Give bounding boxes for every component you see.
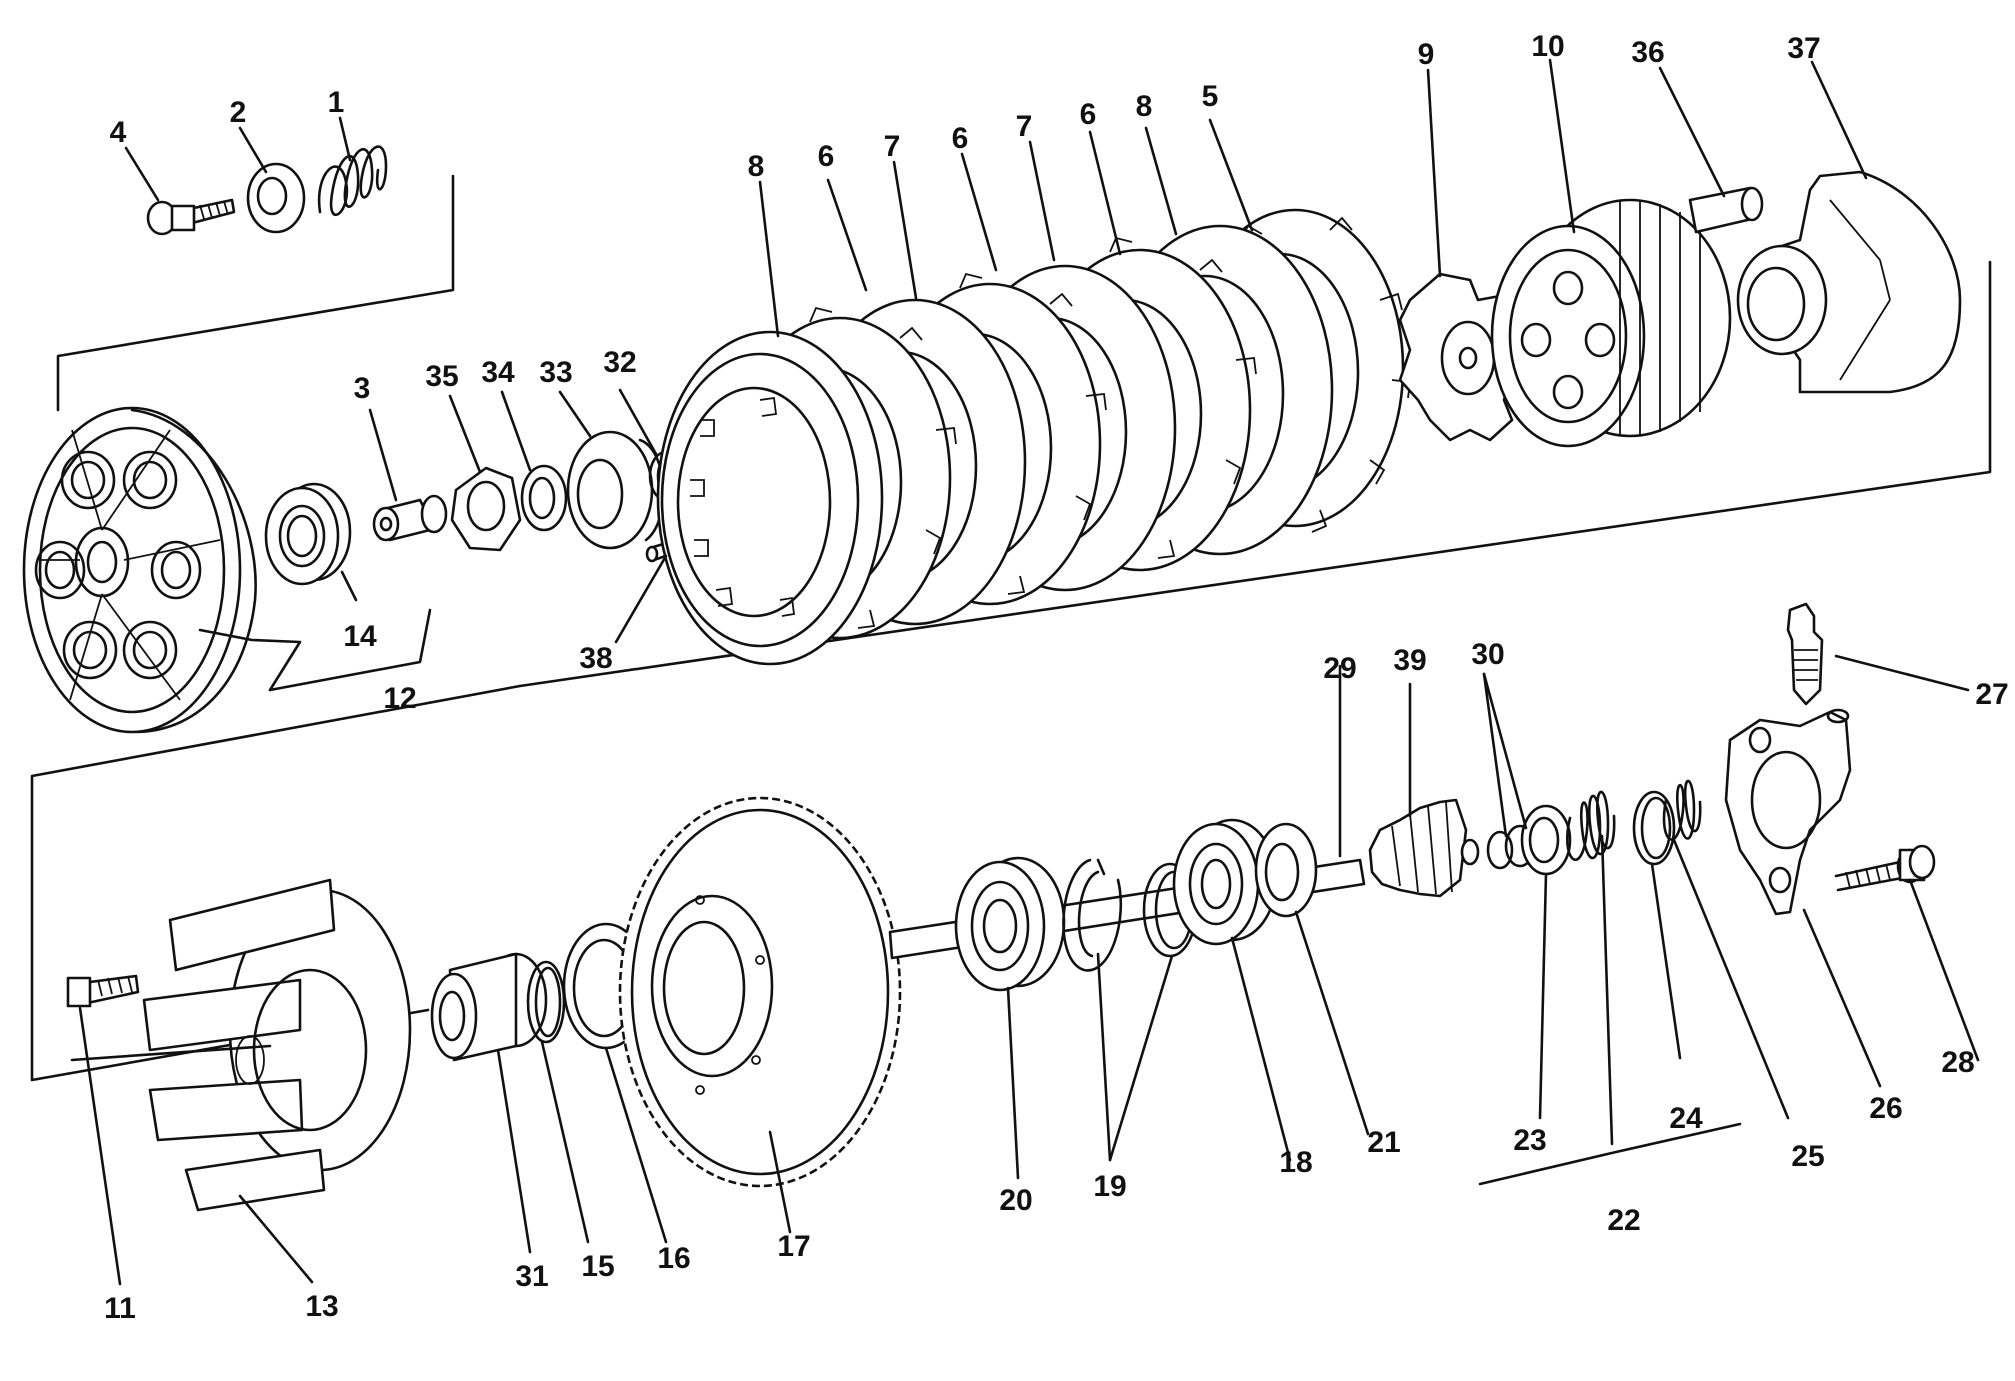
- label-8-rear: 8: [1136, 90, 1153, 123]
- label-6-c: 6: [1080, 98, 1097, 131]
- label-10: 10: [1531, 30, 1564, 63]
- label-7-b: 7: [1016, 110, 1033, 143]
- leader-lines: [70, 58, 1980, 1286]
- label-17: 17: [777, 1230, 810, 1263]
- label-34: 34: [481, 356, 515, 389]
- part-21-ring: [1254, 822, 1318, 918]
- part-34-washer: [520, 464, 568, 532]
- part-2-washer: [246, 162, 306, 234]
- part-10-hub: [1490, 198, 1732, 448]
- label-9: 9: [1418, 38, 1435, 71]
- label-28: 28: [1941, 1046, 1974, 1079]
- part-13-clutch-basket: [142, 878, 412, 1212]
- part-20-bearing: [954, 856, 1066, 992]
- label-30: 30: [1471, 638, 1504, 671]
- part-27-bleed-valve: [1786, 602, 1824, 706]
- part-17-gear: [618, 796, 902, 1188]
- label-31: 31: [515, 1260, 548, 1293]
- label-22: 22: [1607, 1204, 1640, 1237]
- label-5: 5: [1202, 80, 1219, 113]
- label-18: 18: [1279, 1146, 1312, 1179]
- label-13: 13: [305, 1290, 338, 1323]
- part-3-pushrod-pin: [372, 494, 448, 542]
- label-25: 25: [1791, 1140, 1824, 1173]
- label-24: 24: [1669, 1102, 1703, 1135]
- label-16: 16: [657, 1242, 690, 1275]
- part-19-circlip-a: [1062, 858, 1123, 972]
- part-37-cover: [1736, 170, 1962, 394]
- label-32: 32: [603, 346, 636, 379]
- part-4-screw: [146, 198, 236, 236]
- label-3: 3: [354, 372, 371, 405]
- label-7-a: 7: [884, 130, 901, 163]
- label-35: 35: [425, 360, 458, 393]
- label-19: 19: [1093, 1170, 1126, 1203]
- label-29: 29: [1323, 652, 1356, 685]
- part-11-bolt: [66, 974, 140, 1008]
- part-33-cup: [566, 430, 665, 550]
- clutch-plate-stack: [656, 208, 1412, 666]
- part-30-seal-a: [1486, 830, 1514, 870]
- label-33: 33: [539, 356, 572, 389]
- label-36: 36: [1631, 36, 1664, 69]
- label-14: 14: [343, 620, 377, 653]
- label-26: 26: [1869, 1092, 1902, 1125]
- part-labels: 4 2 1 3 35 34 33 32 14 12 38 8 6 7 6 7 6…: [104, 30, 2009, 1325]
- part-18-bearing: [1172, 818, 1278, 946]
- label-11: 11: [104, 1292, 136, 1325]
- part-24-ring: [1632, 790, 1676, 866]
- part-36-bush: [1688, 186, 1764, 234]
- part-28-screw: [1834, 844, 1936, 892]
- label-23: 23: [1513, 1124, 1546, 1157]
- part-8-plate-front: [656, 330, 884, 666]
- label-39: 39: [1393, 644, 1426, 677]
- label-6-b: 6: [952, 122, 969, 155]
- label-27: 27: [1975, 678, 2008, 711]
- label-12: 12: [383, 682, 416, 715]
- label-1: 1: [328, 86, 345, 119]
- part-1-spring: [317, 145, 388, 217]
- part-25-spring: [1662, 779, 1702, 841]
- upper-group-frame: [30, 174, 1992, 1082]
- label-37: 37: [1787, 32, 1820, 65]
- label-8-front: 8: [748, 150, 765, 183]
- part-14-bearing: [264, 482, 352, 586]
- label-2: 2: [230, 96, 247, 129]
- label-20: 20: [999, 1184, 1032, 1217]
- label-21: 21: [1367, 1126, 1400, 1159]
- part-26-cylinder-body: [1724, 708, 1852, 916]
- label-38: 38: [579, 642, 612, 675]
- part-39-boot: [1368, 798, 1480, 898]
- label-4: 4: [110, 116, 127, 149]
- part-22-spring: [1565, 790, 1616, 862]
- label-15: 15: [581, 1250, 614, 1283]
- part-35-nut: [450, 466, 522, 552]
- part-12-pressure-plate: [22, 406, 257, 734]
- part-31-bush: [430, 952, 548, 1062]
- part-23-piston: [1520, 804, 1572, 876]
- label-6-a: 6: [818, 140, 835, 173]
